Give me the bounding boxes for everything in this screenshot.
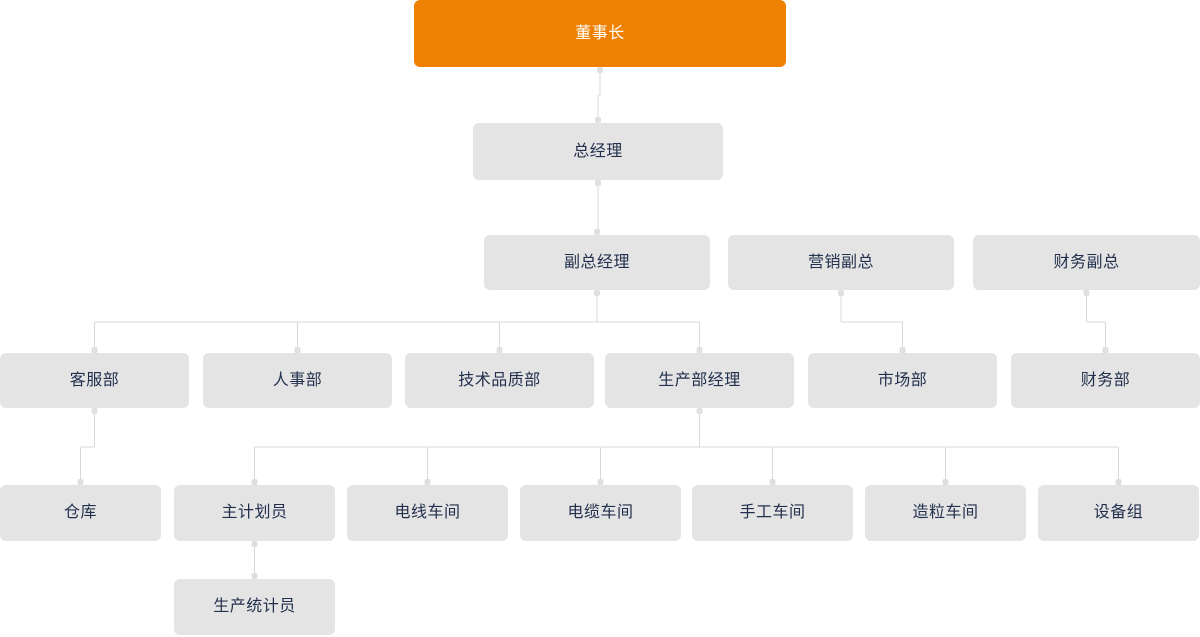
org-node-n18[interactable]: 设备组 [1038,485,1199,541]
org-node-n16[interactable]: 手工车间 [692,485,853,541]
org-node-label: 手工车间 [739,504,806,521]
org-node-n2[interactable]: 总经理 [473,123,723,180]
org-node-n6[interactable]: 客服部 [0,353,189,408]
org-node-label: 设备组 [1093,504,1144,521]
org-node-label: 生产统计员 [213,598,296,615]
org-node-label: 仓库 [63,504,97,521]
org-node-n13[interactable]: 主计划员 [174,485,335,541]
org-node-label: 营销副总 [807,253,874,271]
org-node-n8[interactable]: 技术品质部 [405,353,594,408]
org-node-n4[interactable]: 营销副总 [728,235,954,290]
org-node-label: 主计划员 [221,504,288,521]
org-node-n7[interactable]: 人事部 [203,353,392,408]
org-node-label: 市场部 [877,371,928,389]
org-node-n11[interactable]: 财务部 [1011,353,1200,408]
org-node-label: 电线车间 [394,504,461,521]
org-node-label: 副总经理 [563,253,630,271]
org-node-n10[interactable]: 市场部 [808,353,997,408]
org-node-n9[interactable]: 生产部经理 [605,353,794,408]
org-node-label: 客服部 [69,371,120,389]
org-node-label: 技术品质部 [458,371,541,389]
org-node-label: 造粒车间 [912,504,979,521]
org-node-n1[interactable]: 董事长 [414,0,786,67]
org-node-n19[interactable]: 生产统计员 [174,579,335,635]
org-node-n3[interactable]: 副总经理 [484,235,710,290]
org-node-label: 财务副总 [1053,253,1120,271]
org-node-label: 董事长 [575,24,625,42]
org-node-label: 电缆车间 [567,504,634,521]
org-node-n5[interactable]: 财务副总 [973,235,1200,290]
org-node-n15[interactable]: 电缆车间 [520,485,681,541]
org-node-n12[interactable]: 仓库 [0,485,161,541]
org-node-label: 财务部 [1080,371,1131,389]
org-node-label: 人事部 [272,371,323,389]
org-node-label: 总经理 [573,142,623,160]
org-node-label: 生产部经理 [658,371,741,389]
org-node-n17[interactable]: 造粒车间 [865,485,1026,541]
org-node-n14[interactable]: 电线车间 [347,485,508,541]
